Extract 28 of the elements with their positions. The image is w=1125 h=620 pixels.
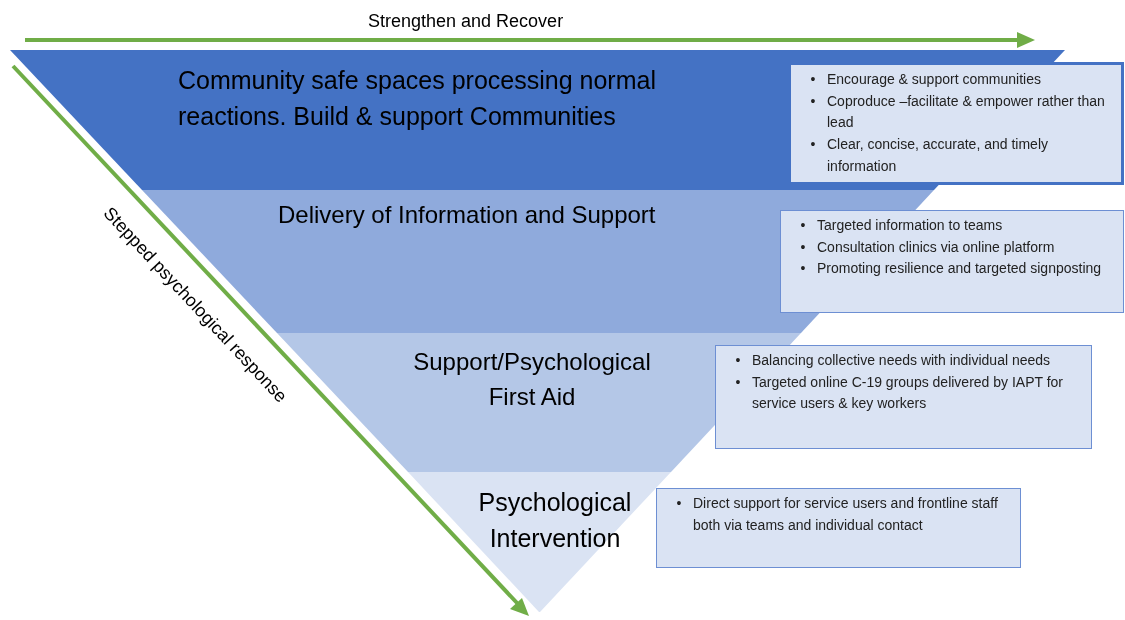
bullet-point: Balancing collective needs with individual needs (752, 351, 1051, 370)
band-title: Support/Psychological First Aid (412, 347, 652, 412)
bullet-list-box (715, 345, 1092, 449)
band-title: Community safe spaces processing normal reactions. Build & support Communities (178, 65, 657, 133)
bullet-point: Targeted information to teams (817, 216, 1003, 235)
pyramid-band (408, 472, 671, 612)
bullet-mark: • (734, 351, 742, 370)
bullet-point: Targeted online C-19 groups delivered by IAPT for service users & key workers (752, 372, 1065, 414)
bullet-point: Promoting resilience and targeted signposting (817, 259, 1102, 279)
bullet-mark: • (809, 91, 817, 111)
band-title: Psychological Intervention (477, 487, 633, 555)
bullet-mark: • (809, 70, 817, 89)
arrow-label: Strengthen and Recover (368, 10, 564, 33)
bullet-mark: • (799, 259, 807, 279)
bullet-list-box (788, 62, 1124, 185)
bullet-point: Direct support for service users and frontline staff both via teams and individual contact (693, 494, 999, 535)
bullet-mark: • (799, 216, 807, 235)
bullet-point: Clear, concise, accurate, and timely information (827, 135, 1049, 176)
band-title: Delivery of Information and Support (278, 200, 657, 230)
bullet-list-box (656, 488, 1021, 568)
bullet-mark: • (734, 372, 742, 392)
bullet-mark: • (809, 135, 817, 155)
bullet-point: Consultation clinics via online platform (817, 237, 1055, 257)
bullet-mark: • (799, 237, 807, 257)
bullet-mark: • (675, 494, 683, 513)
bullet-point: Coproduce –facilitate & empower rather than lead (827, 91, 1106, 133)
bullet-list-box (780, 210, 1124, 313)
bullet-point: Encourage & support communities (827, 70, 1041, 89)
